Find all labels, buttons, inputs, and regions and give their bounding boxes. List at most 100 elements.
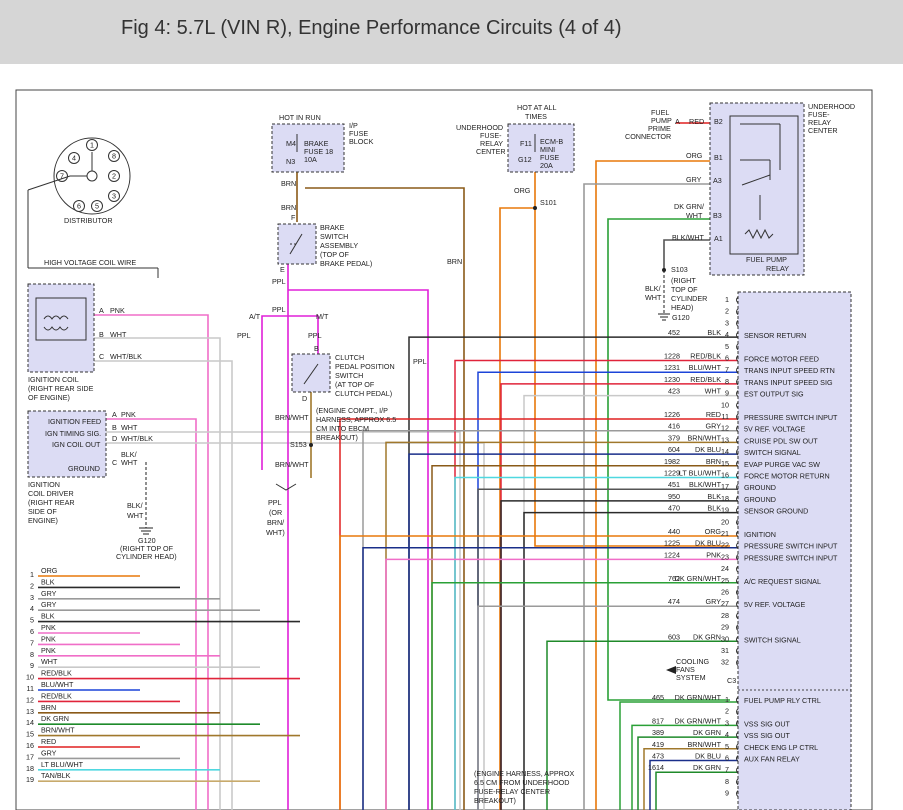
pcm-c1-circuit: 416 — [668, 422, 680, 431]
relay-pin-b1: B1 — [714, 153, 723, 162]
driver-pin-c-color: WHT — [121, 458, 138, 467]
distributor-pin-label: 1 — [90, 141, 94, 150]
pump-conn-3: PRIME — [648, 124, 671, 133]
connector-c3: C3 — [727, 676, 736, 685]
distributor-pin-label: 7 — [60, 172, 64, 181]
brn-wht-label-1: BRN/WHT — [275, 413, 309, 422]
pump-conn-pin-a: A — [675, 117, 680, 126]
left-row-color: BLU/WHT — [41, 680, 74, 689]
pcm-c1-terminal — [736, 612, 739, 620]
ip-fuse-block: HOT IN RUN M4 N3 BRAKE FUSE 18 10A I/P F… — [271, 113, 374, 173]
pcm-c1-circuit: 1224 — [664, 550, 680, 559]
pcm-c2-pin: 8 — [725, 777, 729, 786]
pcm-c1-terminal — [736, 624, 739, 631]
pcm-c2-pin: 3 — [725, 718, 729, 727]
left-row-color: PNK — [41, 646, 56, 655]
pcm-c1-function: CRUISE PDL SW OUT — [744, 436, 818, 445]
relay-pin-b3: B3 — [713, 211, 722, 220]
driver-ground-wire-1: BLK/ — [127, 501, 143, 510]
pcm-c1-terminal — [736, 483, 739, 491]
brn-right-label: BRN — [447, 257, 462, 266]
pcm-c1-function: GROUND — [744, 495, 776, 504]
pcm-c2-color: BRN/WHT — [687, 740, 721, 749]
clutch-label-1: CLUTCH — [335, 353, 364, 362]
pcm-c1-terminal — [736, 507, 739, 514]
pcm-c1-terminal — [736, 600, 739, 608]
pcm-c1-pin: 30 — [721, 634, 729, 643]
pcm-c1-terminal — [736, 413, 739, 421]
fuse-m4: M4 — [286, 139, 296, 148]
distributor-pin — [108, 190, 120, 202]
distributor-pin — [108, 170, 120, 182]
brake-fuse-1: BRAKE — [304, 139, 329, 148]
pcm-c1-terminal — [736, 331, 739, 339]
clutch-label-3: SWITCH — [335, 371, 363, 380]
left-row-num: 3 — [30, 593, 34, 602]
coil-pin-c: C — [99, 352, 104, 361]
pump-conn-2: PUMP — [651, 116, 672, 125]
pcm-c1-color: BLU/WHT — [689, 363, 722, 372]
harness-note-4: BREAKOUT) — [316, 433, 358, 442]
driver-pin-b: B — [112, 423, 117, 432]
pcm-c2-circuit: 817 — [652, 716, 664, 725]
s103-gnd-1: BLK/ — [645, 284, 661, 293]
trans-section: A/T M/T PPL PPL B D CLUTCH PEDAL POSITIO… — [237, 312, 427, 537]
pump-conn-4: CONNECTOR — [625, 132, 671, 141]
pcm-c1-color: RED/BLK — [690, 352, 721, 361]
pcm-c1-circuit: 604 — [668, 445, 680, 454]
pcm-c1-wire — [362, 546, 738, 810]
pcm-c1-terminal — [736, 530, 739, 538]
pcm-c1-circuit: 1229 — [664, 469, 680, 478]
wire-layer — [94, 122, 738, 810]
brake-label-2: SWITCH — [320, 232, 348, 241]
pcm-c1-wire — [385, 441, 738, 810]
pcm-c1-pin: 3 — [725, 318, 729, 327]
pcm-c1-pin: 23 — [721, 552, 729, 561]
driver-ignition-feed: IGNITION FEED — [48, 417, 101, 426]
relay-pin-a1-color: BLK/WHT — [672, 233, 705, 242]
pcm-c1-terminal — [736, 635, 739, 643]
pcm-c1-color: PNK — [706, 550, 721, 559]
relay-pin-b3-color-2: WHT — [686, 211, 703, 220]
at-label: A/T — [249, 312, 261, 321]
driver-ground: GROUND — [68, 464, 100, 473]
pcm-c1-function: 5V REF. VOLTAGE — [744, 600, 805, 609]
relay-center: FUEL PUMP PRIME CONNECTOR A UNDERHOOD FU… — [625, 102, 855, 322]
left-row-num: 5 — [30, 616, 34, 625]
left-row-num: 18 — [26, 764, 34, 773]
left-row-color: TAN/BLK — [41, 771, 71, 780]
left-row-num: 19 — [26, 775, 34, 784]
left-row-color: DK GRN — [41, 714, 69, 723]
distributor-pin — [68, 152, 80, 164]
ppl-left-label: PPL — [237, 331, 251, 340]
pcm-c1-terminal — [736, 296, 739, 304]
left-row-num: 16 — [26, 741, 34, 750]
pcm-c1-terminal — [736, 366, 739, 374]
pcm-c2-pin: 4 — [725, 730, 729, 739]
pcm-c1-function: PRESSURE SWITCH INPUT — [744, 413, 838, 422]
cooling-fans: COOLING FANS SYSTEM C3 — [666, 657, 736, 685]
splice-s101-dot — [533, 206, 537, 210]
brake-wire-out-2: PPL — [272, 305, 286, 314]
brake-pin-e: E — [280, 265, 285, 274]
coil-pnk-wire — [94, 314, 209, 810]
distributor-pin — [91, 200, 103, 212]
pcm-c1-pin: 10 — [721, 400, 729, 409]
pcm-c2-color: DK BLU — [695, 752, 721, 761]
pcm-c1-color: BLK — [707, 504, 721, 513]
pcm-c1-terminal — [736, 378, 739, 386]
pcm-c1-wire — [385, 558, 738, 810]
bottom-note-1: (ENGINE HARNESS, APPROX — [474, 769, 574, 778]
pcm-c1-terminal — [736, 355, 739, 362]
left-row-num: 15 — [26, 730, 34, 739]
pcm-c1-pin: 9 — [725, 389, 729, 398]
pcm-c1-terminal — [736, 308, 739, 316]
pcm-c1-function: EVAP PURGE VAC SW — [744, 460, 820, 469]
pcm-c1-function: SENSOR RETURN — [744, 331, 806, 340]
ignition-coil-label-2: (RIGHT REAR SIDE — [28, 384, 94, 393]
driver-ground-loc-1: (RIGHT TOP OF — [120, 544, 174, 553]
pcm-c1-color: LT BLU/WHT — [679, 469, 722, 478]
pcm-c2-terminal — [736, 720, 739, 727]
distributor-pin — [73, 200, 85, 212]
distributor-pin-label: 4 — [72, 154, 76, 163]
